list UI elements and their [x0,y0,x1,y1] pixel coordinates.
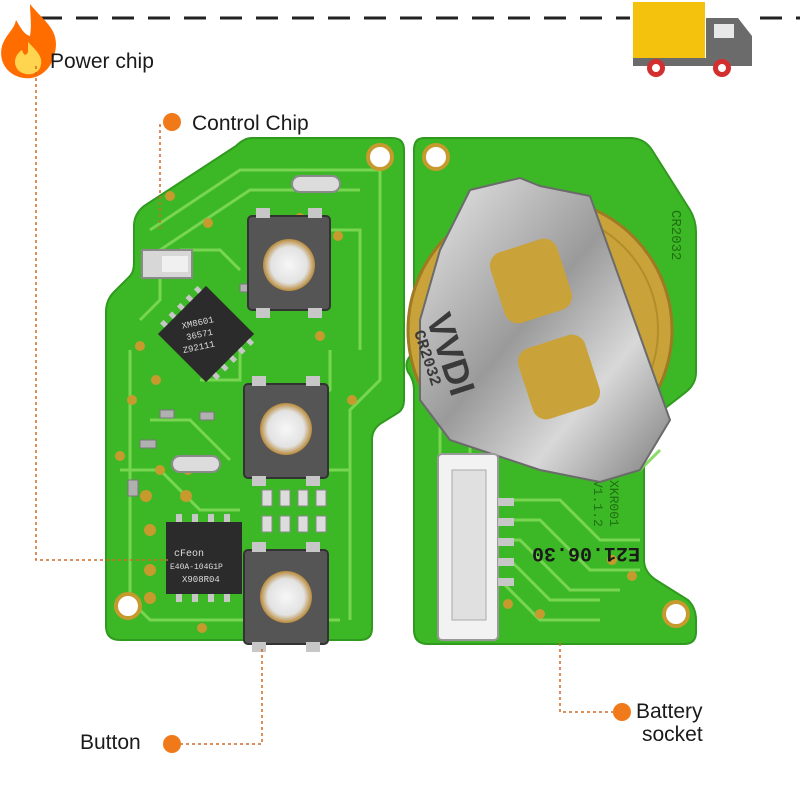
connector [437,453,514,641]
flame-icon [1,4,56,79]
label-battery-socket-line1: Battery [636,700,703,723]
leader-button [174,646,263,745]
label-button: Button [80,731,141,754]
marker-button [163,735,181,753]
crystal-oscillator-mid [171,455,221,473]
right-pcb-board: CR2032 E21.06.30 XKR001 V1.1.2 VVDI CR20… [405,137,697,645]
label-battery-socket: Battery socket [636,700,703,746]
left-pcb-board: XM8601 36571 Z92111 cFeon E40A-104G1P X9… [105,137,405,652]
leader-battery-socket [559,640,620,713]
truck-icon [633,2,752,77]
button-top[interactable] [247,208,331,318]
board-stamp-text: CR2032 [667,210,683,260]
leader-power-chip [35,66,168,561]
label-battery-socket-line2: socket [642,723,703,747]
control-chip [157,285,255,383]
power-chip: cFeon E40A-104G1P X908R04 [166,514,242,602]
marker-control-chip [163,113,181,131]
battery-holder: VVDI CR2032 [409,176,672,484]
board-code-text-2: V1.1.2 [590,480,605,527]
button-middle[interactable] [243,376,329,486]
crystal-oscillator-top [291,175,341,193]
power-chip-text-3: X908R04 [182,575,220,585]
date-stamp-text: E21.06.30 [532,541,640,564]
marker-battery-socket [613,703,631,721]
label-power-chip: Power chip [50,50,154,73]
button-bottom[interactable] [243,542,329,652]
power-chip-text-1: cFeon [174,549,204,560]
label-control-chip: Control Chip [192,112,309,135]
power-chip-text-2: E40A-104G1P [170,563,223,572]
board-code-text-1: XKR001 [606,480,621,527]
